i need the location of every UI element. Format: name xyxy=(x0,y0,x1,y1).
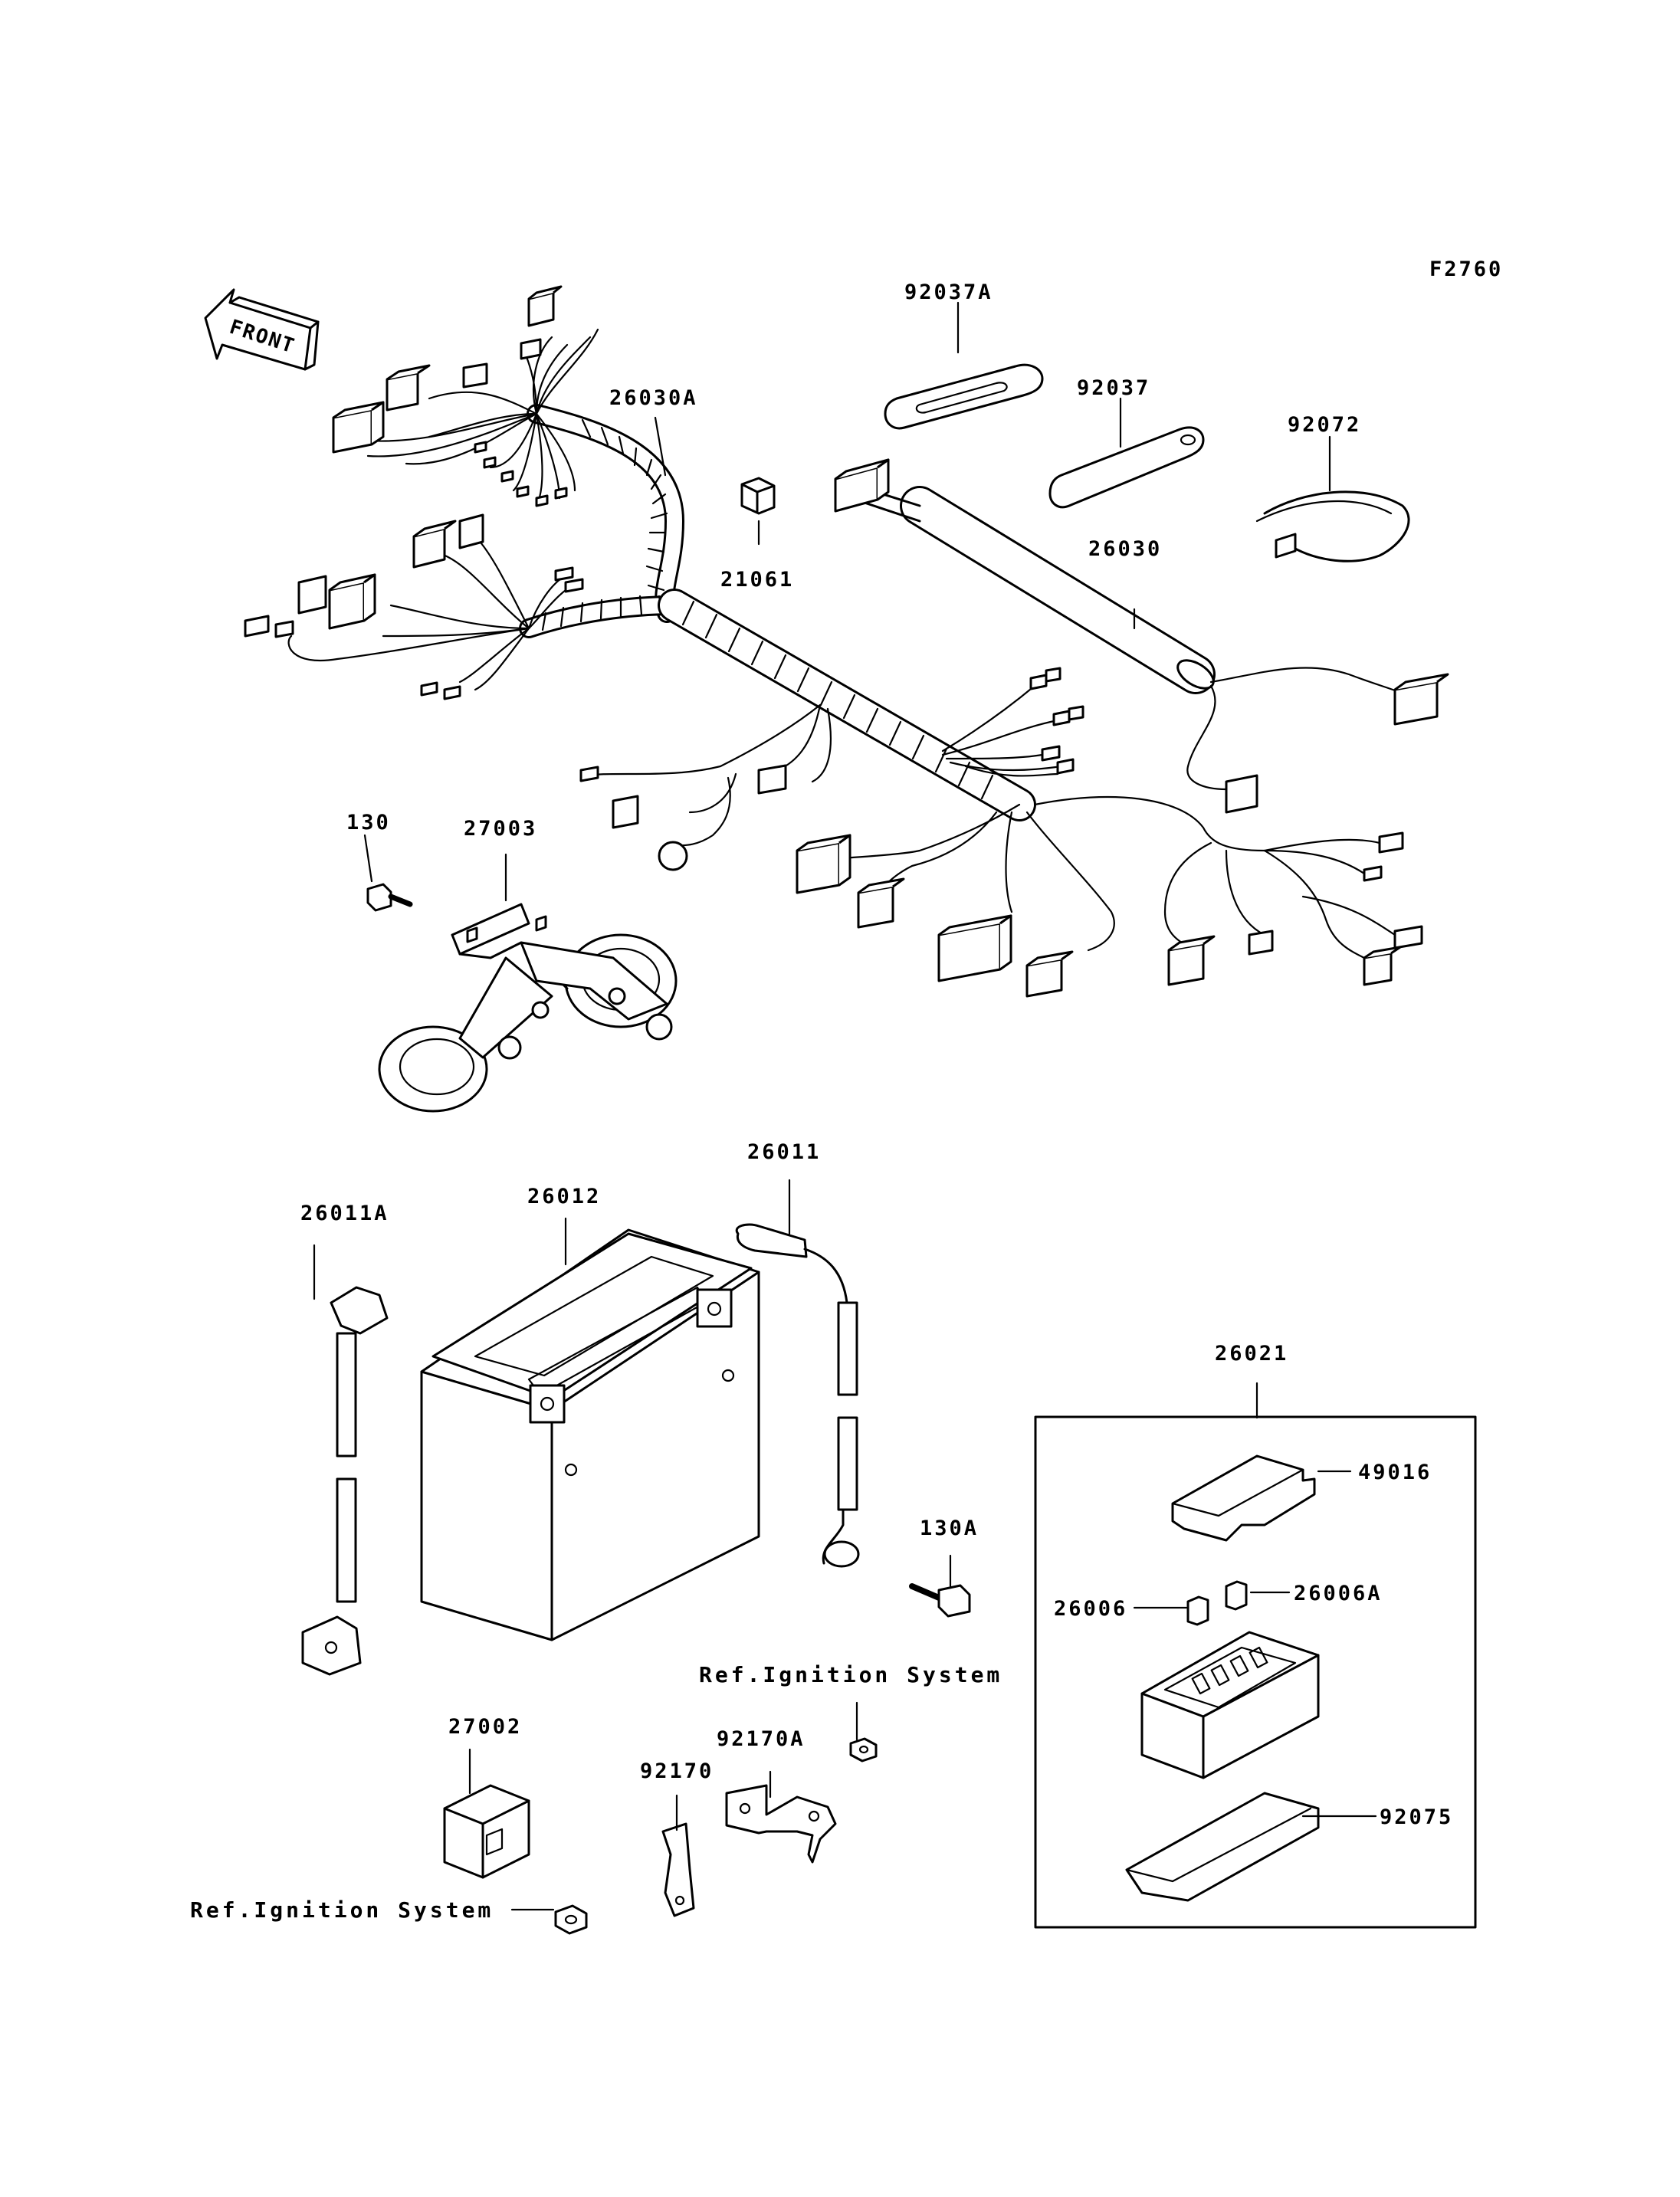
label-26011: 26011 xyxy=(747,1140,821,1164)
part-92072-cable-tie xyxy=(1255,490,1410,562)
label-130: 130 xyxy=(346,811,391,835)
label-21061: 21061 xyxy=(720,568,794,592)
label-92037A: 92037A xyxy=(904,280,993,304)
label-26011A: 26011A xyxy=(300,1202,389,1225)
label-26030: 26030 xyxy=(1088,537,1162,561)
ref-ignition-system-upper: Ref.Ignition System xyxy=(699,1662,1002,1687)
label-27002: 27002 xyxy=(448,1715,522,1739)
label-27003: 27003 xyxy=(464,817,537,841)
label-26021: 26021 xyxy=(1215,1342,1288,1366)
label-130A: 130A xyxy=(920,1517,979,1540)
ref-ignition-system-lower: Ref.Ignition System xyxy=(190,1897,494,1923)
label-92075: 92075 xyxy=(1380,1805,1453,1829)
label-92072: 92072 xyxy=(1288,413,1361,437)
part-27002-relay xyxy=(443,1784,530,1879)
part-92037-strap xyxy=(1048,426,1205,509)
part-21061-connector xyxy=(740,477,776,515)
part-92037A-strap xyxy=(884,363,1044,430)
part-27003-horn-assembly xyxy=(378,903,678,1113)
label-26030A: 26030A xyxy=(609,386,698,410)
part-92170-bracket xyxy=(661,1822,695,1917)
part-26011-cable xyxy=(735,1223,860,1568)
part-labels: 92037A 92037 92072 26030A 21061 26030 13… xyxy=(190,280,1453,1923)
part-26012-battery xyxy=(420,1228,760,1641)
part-130A-bolt xyxy=(909,1583,971,1618)
part-26011A-cable xyxy=(301,1286,389,1676)
label-92170: 92170 xyxy=(640,1759,714,1783)
nut-lower xyxy=(554,1904,588,1935)
part-130-bolt xyxy=(366,883,413,912)
part-92170A-bracket xyxy=(725,1784,837,1864)
label-26006: 26006 xyxy=(1054,1597,1127,1621)
harness-26030 xyxy=(834,458,1449,814)
label-26012: 26012 xyxy=(527,1185,601,1208)
nut-upper xyxy=(849,1737,878,1763)
label-49016: 49016 xyxy=(1358,1461,1432,1484)
figure-code: F2760 xyxy=(1429,257,1503,281)
leader-lines xyxy=(313,301,1377,1911)
front-arrow-icon: FRONT xyxy=(204,288,320,371)
main-wiring-harness xyxy=(244,285,1423,998)
label-92170A: 92170A xyxy=(717,1727,806,1751)
part-26021-fuse-box-group xyxy=(1034,1415,1477,1929)
label-26006A: 26006A xyxy=(1294,1582,1383,1605)
label-92037: 92037 xyxy=(1077,376,1150,400)
